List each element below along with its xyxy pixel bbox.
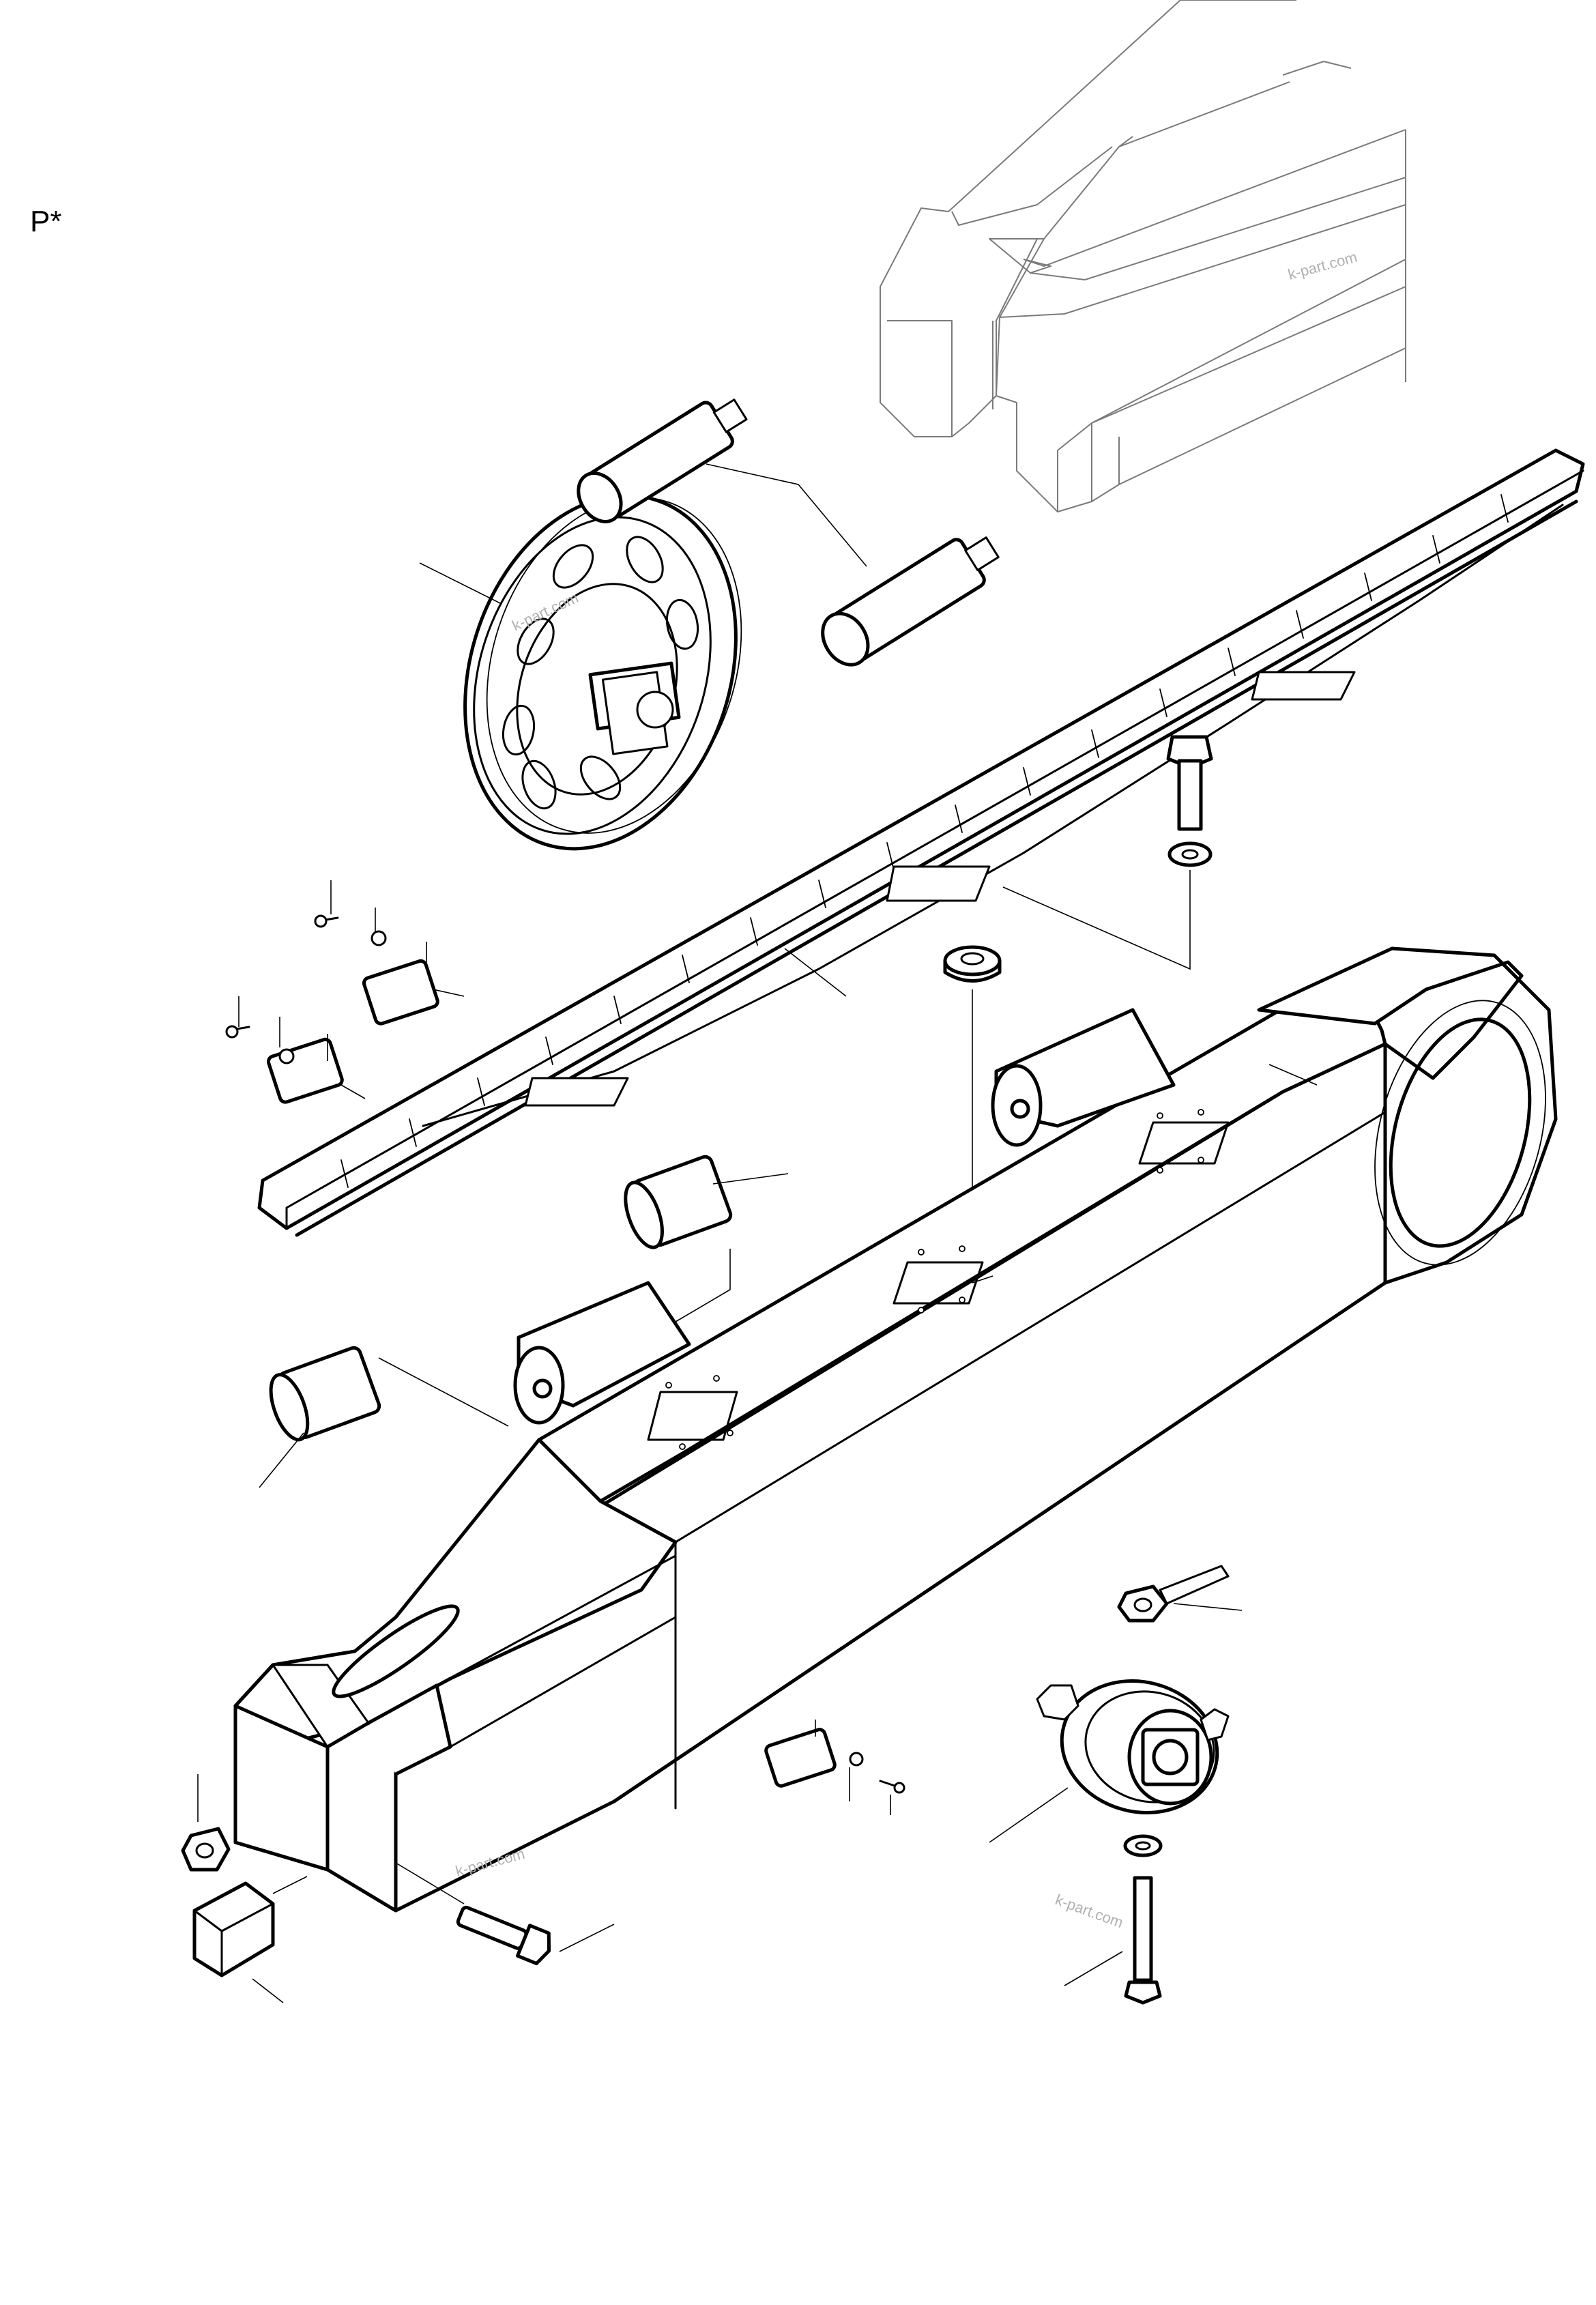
bushings [259,1155,789,1488]
spacer-bushing [943,945,1002,1283]
watermark-text: k-part.com [1286,248,1359,283]
track-roller-assembly [989,1565,1243,2005]
idler-pins [577,398,1000,667]
end-block-and-nut [181,1774,308,2003]
page-marker-label: P* [30,205,62,238]
idler-wheel [419,493,742,851]
watermark-text: k-part.com [1053,1891,1125,1931]
bolt-and-washer-upper [1002,735,1213,970]
track-guide-strip [257,448,1585,1237]
wear-plates-left [225,880,465,1104]
wear-plate-lower [764,1720,905,1815]
ghost-mating-frame [880,0,1406,512]
bolt-lower [395,1862,615,1966]
track-frame [233,946,1558,1913]
